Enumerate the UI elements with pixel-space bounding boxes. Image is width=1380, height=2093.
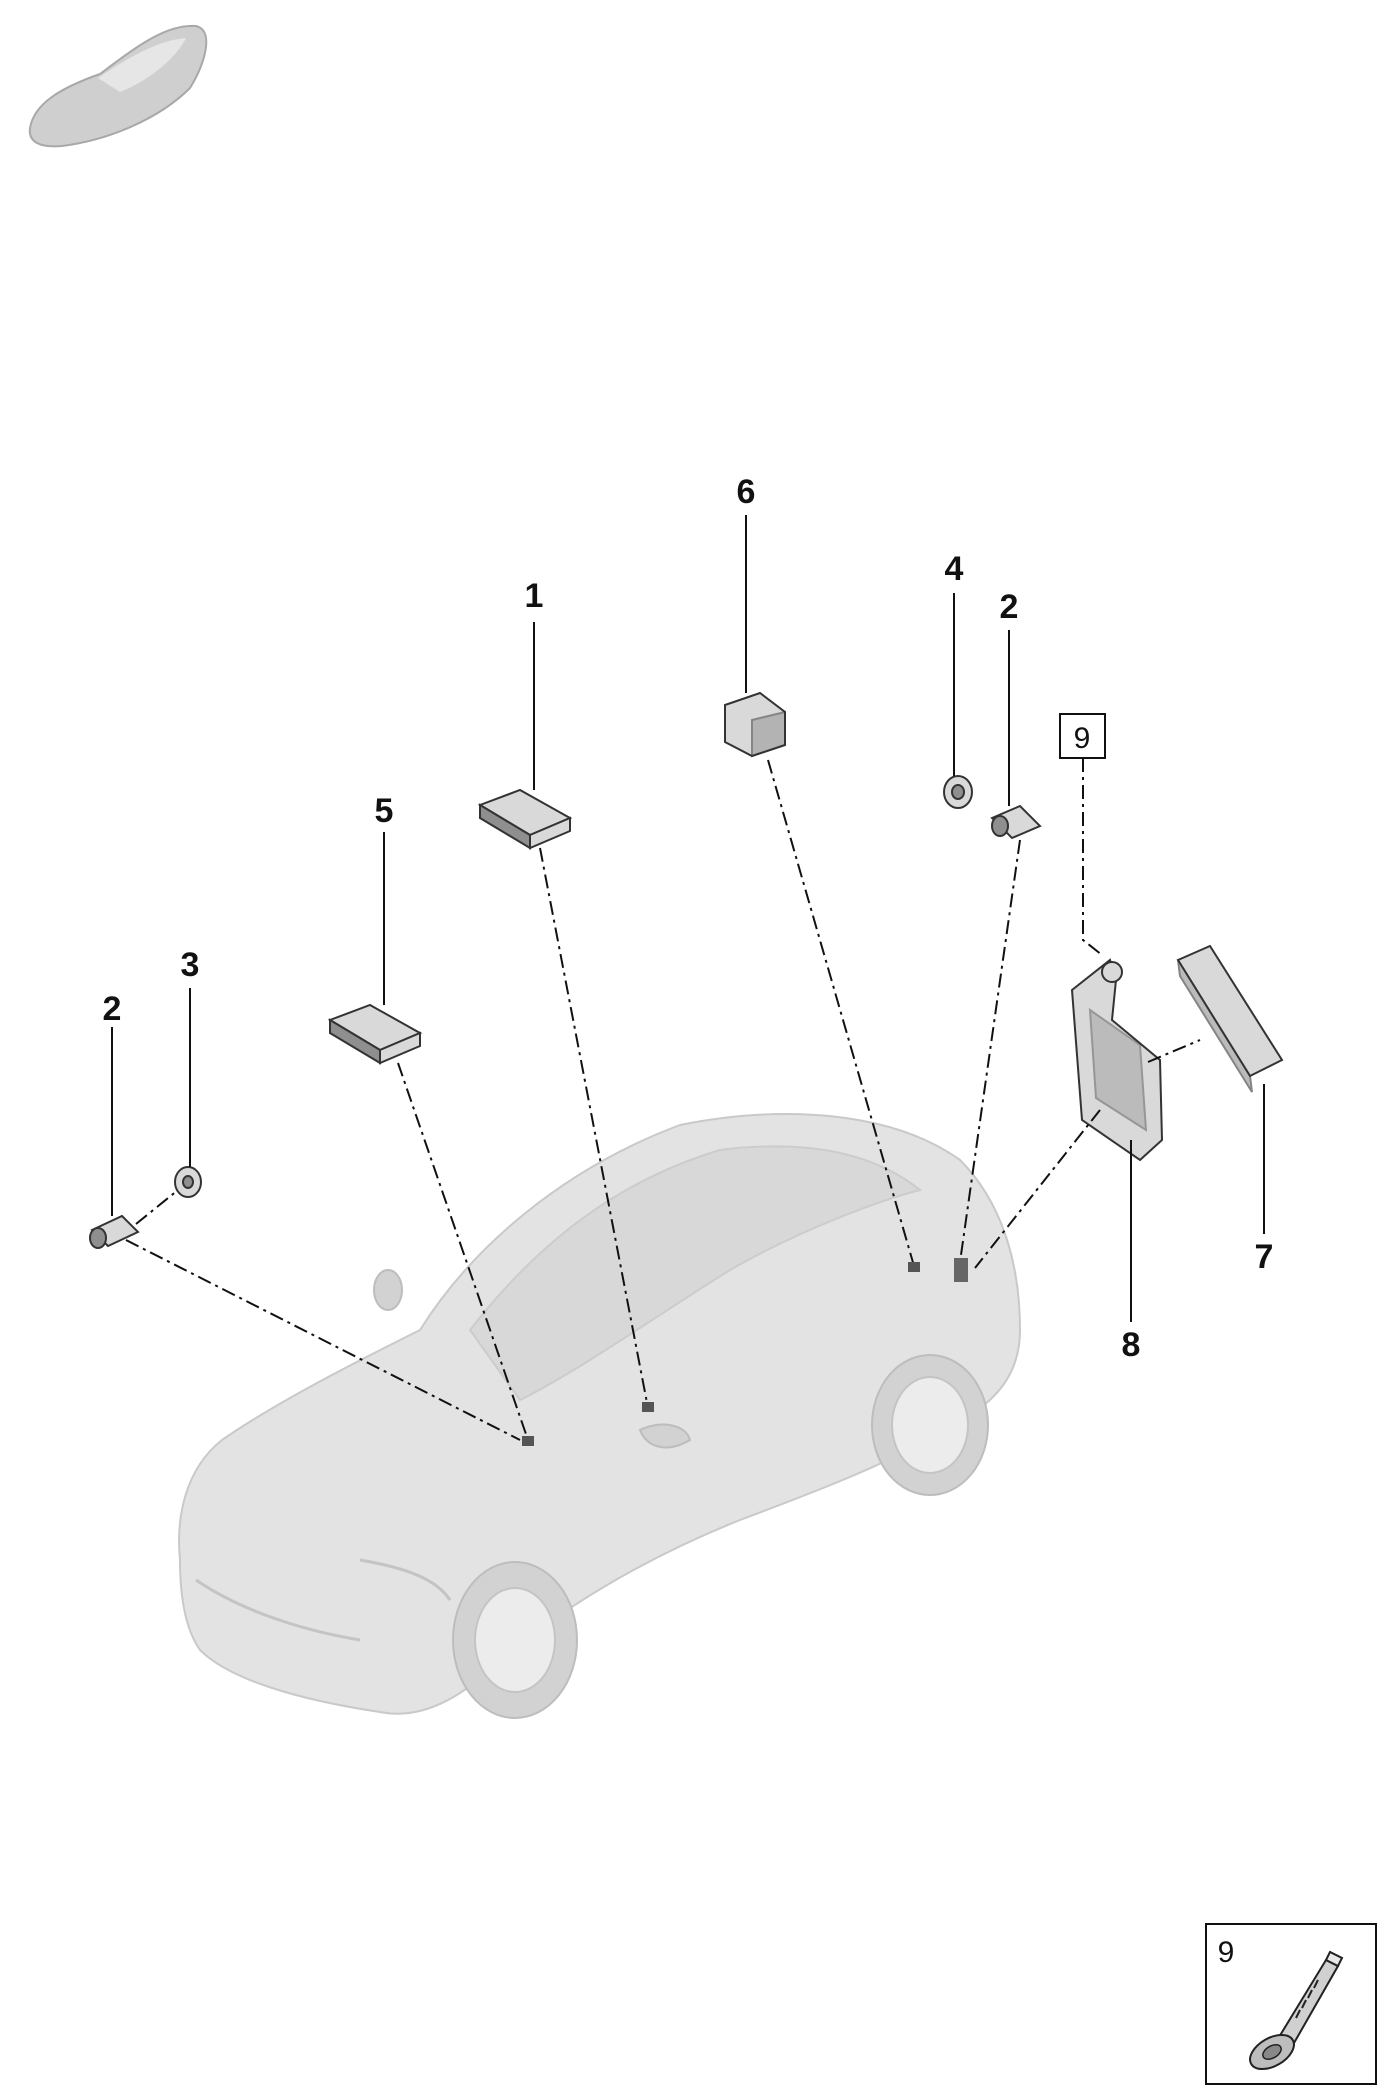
install-path-6 [767, 759, 915, 1267]
callout-7: 7 [1255, 1238, 1274, 1276]
callout-5: 5 [375, 792, 394, 830]
car-silhouette-icon [28, 24, 208, 148]
install-path-2-right [959, 839, 1021, 1263]
reference-box-label: 9 [1074, 722, 1091, 755]
install-path-2-left [125, 1239, 521, 1441]
callout-8: 8 [1122, 1326, 1141, 1364]
part-6-module [724, 691, 786, 758]
callout-2-right: 2 [1000, 588, 1019, 626]
mount-point-1 [642, 1402, 654, 1412]
screw-icon [1249, 1950, 1344, 2071]
install-path-9 [1082, 758, 1103, 956]
part-3-socket [174, 1166, 202, 1198]
part-5-control-unit [327, 1003, 423, 1065]
install-path-3 [135, 1189, 179, 1225]
part-4-socket [943, 775, 973, 809]
mount-point-2 [954, 1258, 968, 1282]
vehicle-illustration [178, 1113, 1022, 1719]
callout-6: 6 [737, 473, 756, 511]
install-path-7 [1147, 1039, 1201, 1063]
callout-3: 3 [181, 946, 200, 984]
callout-1: 1 [525, 577, 544, 615]
part-2-plug-left [89, 1214, 140, 1249]
part-8-bracket [1070, 958, 1164, 1162]
install-path-8 [974, 1109, 1101, 1269]
part-2-plug-right [990, 804, 1042, 840]
callout-4: 4 [945, 550, 964, 588]
install-path-5 [397, 1062, 529, 1441]
mount-point-6 [908, 1262, 920, 1272]
detail-box-9: 9 [1205, 1923, 1377, 2085]
part-7-control-unit [1176, 944, 1284, 1093]
detail-box-label: 9 [1218, 1936, 1235, 1969]
reference-box-9: 9 [1059, 713, 1106, 759]
callout-2-left: 2 [103, 990, 122, 1028]
part-1-control-unit [477, 788, 573, 850]
mount-point-5 [522, 1436, 534, 1446]
